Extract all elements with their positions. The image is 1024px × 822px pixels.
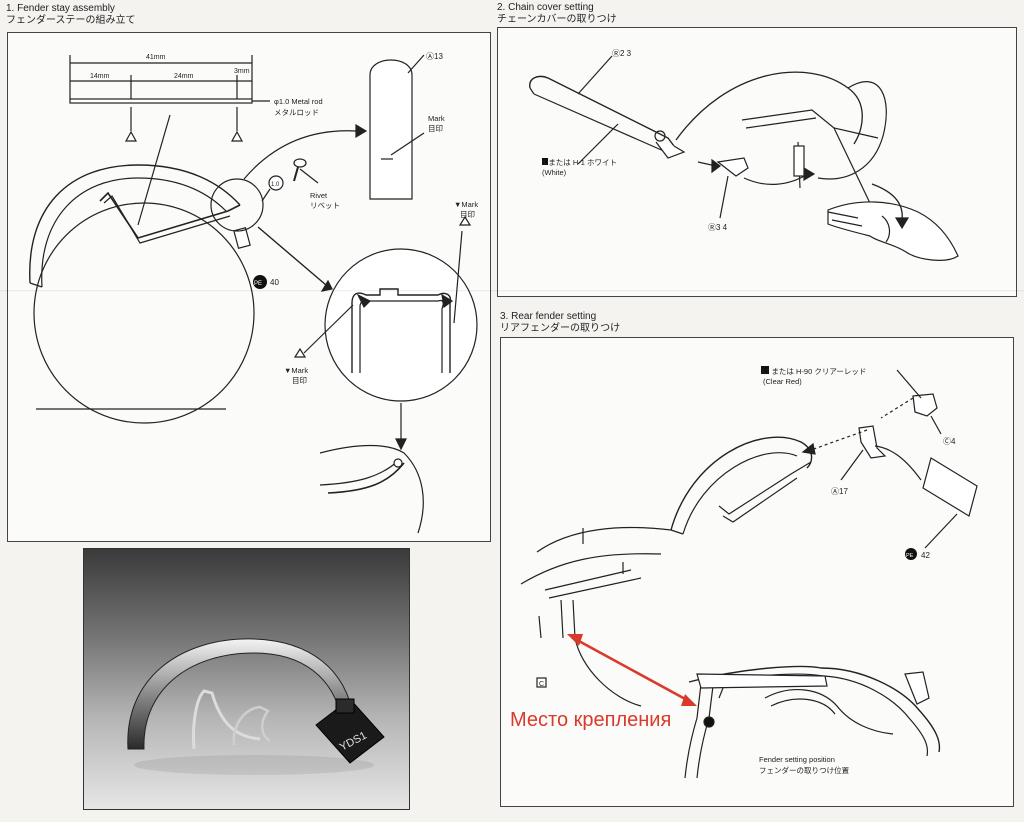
pe40-number: 40 bbox=[270, 278, 279, 287]
section1-title-en: 1. Fender stay assembly bbox=[6, 3, 115, 14]
part-a13-label: Ⓐ13 bbox=[426, 52, 443, 61]
fender-stay-panel: 41mm 14mm 24mm 3mm φ1.0 Metal rod メタルロッド… bbox=[7, 32, 491, 542]
fender-stay-drawing: 41mm 14mm 24mm 3mm φ1.0 Metal rod メタルロッド… bbox=[29, 52, 478, 534]
mark-label-jp: 目印 bbox=[428, 124, 443, 133]
assembled-fender-photo: YDS1 bbox=[83, 548, 410, 810]
mark3-label-jp: 目印 bbox=[460, 210, 475, 219]
detail-circle-large bbox=[324, 248, 478, 402]
part-a13 bbox=[369, 59, 413, 200]
r2-label: Ⓡ2 3 bbox=[612, 49, 632, 58]
part-a17 bbox=[858, 425, 887, 459]
rear-fender-panel: 47 または H-90 クリアーレッド (Clear Red) Ⓒ4 Ⓐ17 P… bbox=[500, 337, 1014, 807]
part-r3 bbox=[716, 157, 749, 177]
mark2-label: ▼Mark bbox=[284, 366, 308, 375]
pe42-number: 42 bbox=[921, 551, 930, 560]
rivet-part bbox=[293, 158, 319, 184]
mark3-label: ▼Mark bbox=[454, 200, 478, 209]
clear-red-note: 47 または H-90 クリアーレッド bbox=[761, 367, 866, 376]
chain-cover-part bbox=[529, 75, 675, 147]
detail-circle-small bbox=[210, 178, 264, 232]
stay-wire bbox=[99, 191, 241, 239]
metal-rod bbox=[69, 98, 253, 104]
pe-badge bbox=[253, 275, 267, 289]
rear-fender-lower bbox=[688, 665, 941, 753]
hand-illustration bbox=[827, 201, 959, 261]
dim-right-label: 3mm bbox=[234, 68, 250, 75]
license-plate-part bbox=[922, 457, 978, 517]
c4-label: Ⓒ4 bbox=[943, 437, 956, 446]
dim-mid-label: 24mm bbox=[174, 73, 194, 80]
section3-title-jp: リアフェンダーの取りつけ bbox=[500, 323, 621, 334]
pe40-badge-text: PE bbox=[254, 281, 262, 287]
position-label-en: Fender setting position bbox=[759, 755, 835, 764]
dim-total-label: 41mm bbox=[146, 54, 166, 61]
attachment-point-annotation: Место крепления bbox=[510, 709, 672, 731]
fender-arc-outer bbox=[29, 164, 241, 284]
chain-cover-panel: Ⓡ2 3 1 または H-1 ホワイト (White) Ⓡ3 4 bbox=[497, 27, 1017, 297]
dim-left-label: 14mm bbox=[90, 73, 110, 80]
rivet-label-jp: リベット bbox=[310, 201, 340, 210]
annotation-arrow bbox=[567, 634, 697, 706]
color-note-en: (White) bbox=[542, 168, 567, 177]
clear-red-note-en: (Clear Red) bbox=[763, 377, 802, 386]
section3-title: 3. Rear fender setting リアフェンダーの取りつけ bbox=[500, 311, 620, 335]
wheel-outline bbox=[33, 202, 255, 424]
section2-title-en: 2. Chain cover setting bbox=[497, 2, 594, 13]
part-number-label: 1.0 bbox=[271, 182, 280, 188]
pe42-badge-text: PE bbox=[906, 553, 914, 559]
rivet-label: Rivet bbox=[310, 191, 328, 200]
section3-title-en: 3. Rear fender setting bbox=[500, 311, 597, 322]
mark2-label-jp: 目印 bbox=[292, 376, 307, 385]
page-fold bbox=[0, 290, 1024, 292]
fender-photo-drawing: YDS1 bbox=[127, 638, 385, 775]
rod-label: φ1.0 Metal rod bbox=[274, 97, 323, 106]
rear-fender-drawing: 47 または H-90 クリアーレッド (Clear Red) Ⓒ4 Ⓐ17 P… bbox=[520, 366, 978, 779]
a17-label: Ⓐ17 bbox=[831, 487, 848, 496]
position-label-jp: フェンダーの取りつけ位置 bbox=[759, 765, 850, 775]
section2-title: 2. Chain cover setting チェーンカバーの取りつけ bbox=[497, 2, 617, 26]
pe42-badge bbox=[905, 548, 917, 560]
rear-fender-upper bbox=[670, 436, 813, 531]
part-number-circle bbox=[268, 175, 284, 191]
mark-label: Mark bbox=[428, 114, 445, 123]
color-note: 1 または H-1 ホワイト bbox=[542, 158, 617, 167]
part-c4 bbox=[912, 393, 938, 417]
section1-title: 1. Fender stay assembly フェンダーステーの組み立て bbox=[6, 3, 136, 27]
c-label: C bbox=[539, 681, 544, 688]
rod-label-jp: メタルロッド bbox=[274, 108, 319, 117]
section1-title-jp: フェンダーステーの組み立て bbox=[6, 15, 136, 26]
r3-label: Ⓡ3 4 bbox=[708, 223, 728, 232]
section2-title-jp: チェーンカバーの取りつけ bbox=[497, 14, 617, 25]
chain-cover-drawing: Ⓡ2 3 1 または H-1 ホワイト (White) Ⓡ3 4 bbox=[529, 49, 959, 261]
